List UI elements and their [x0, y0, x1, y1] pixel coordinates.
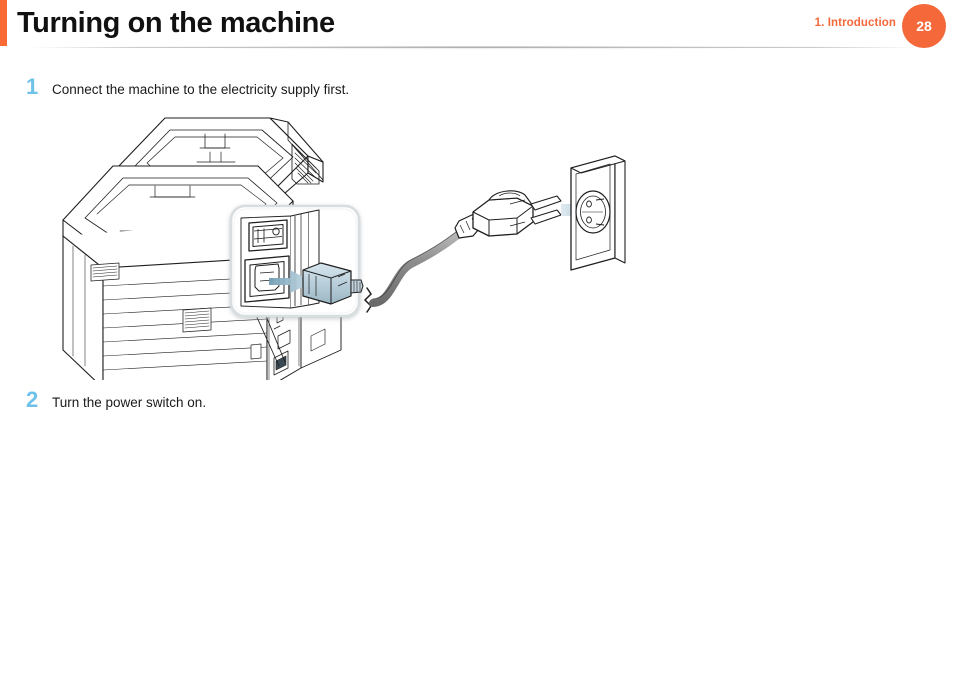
- power-cord-connector: [302, 262, 364, 305]
- step-number: 1: [26, 74, 39, 99]
- chapter-label: 1. Introduction: [814, 17, 896, 29]
- page-number-badge: 28: [902, 4, 946, 48]
- power-switch: [248, 219, 288, 252]
- printer-power-connection-diagram: [55, 100, 675, 380]
- european-plug: [454, 190, 562, 239]
- cord-break-symbol: [363, 287, 372, 313]
- step-number: 2: [26, 387, 39, 412]
- step-text: Connect the machine to the electricity s…: [52, 82, 350, 97]
- header-divider-line: [30, 47, 920, 48]
- step-item-1: 1 Connect the machine to the electricity…: [26, 74, 349, 100]
- power-cord: [369, 230, 463, 307]
- page-title: Turning on the machine: [17, 7, 335, 39]
- power-inlet-socket: [244, 255, 290, 303]
- step-item-2: 2 Turn the power switch on.: [26, 387, 206, 413]
- header-accent-bar: [0, 0, 7, 46]
- insert-arrow: [269, 270, 313, 293]
- step-text: Turn the power switch on.: [52, 395, 207, 410]
- callout-box-power-inlet: [229, 204, 364, 318]
- wall-outlet: [570, 155, 626, 271]
- page-header: Turning on the machine 1. Introduction 2…: [0, 0, 954, 56]
